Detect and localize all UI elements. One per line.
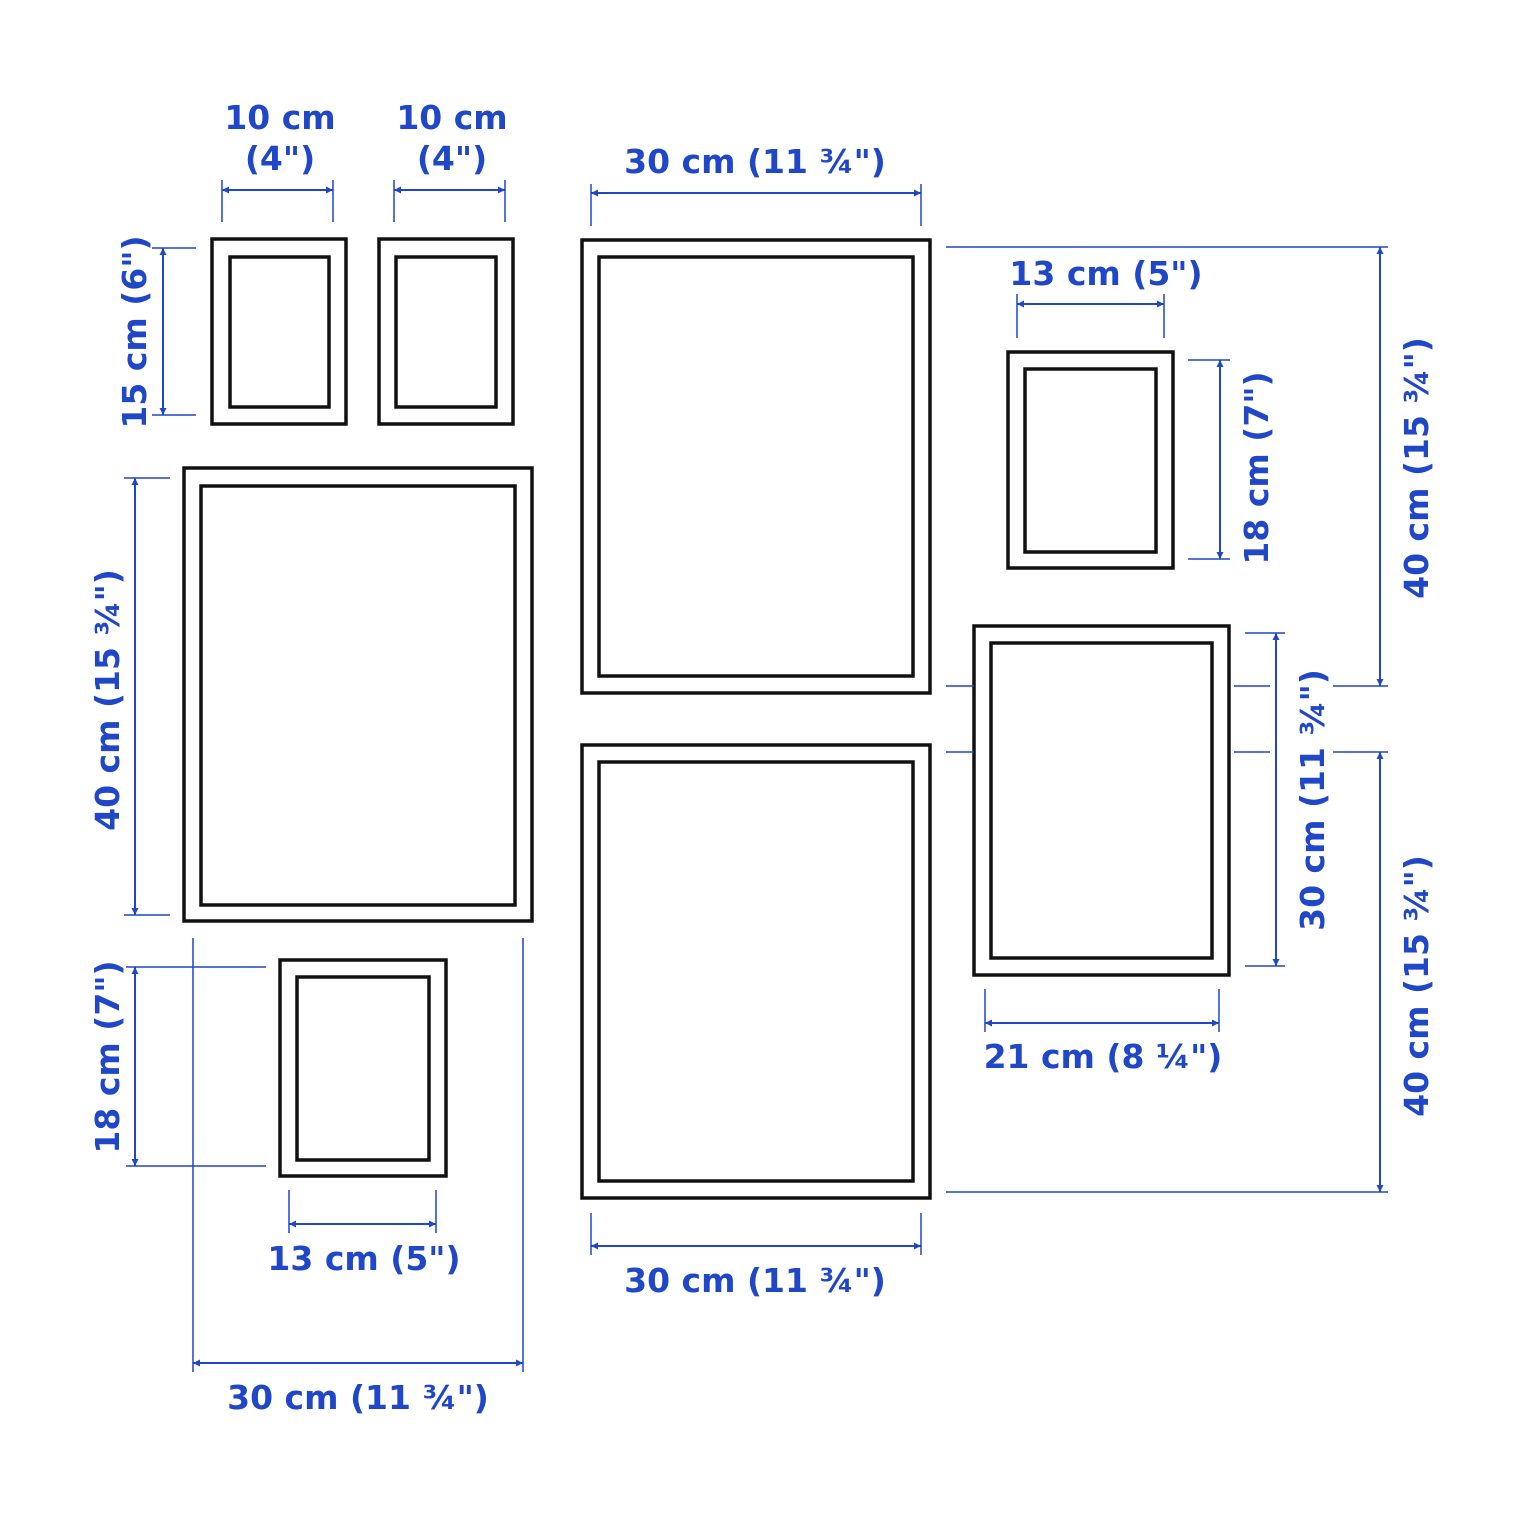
label-height-18cm-left: 18 cm (7") — [88, 960, 127, 1153]
label-height-15cm: 15 cm (6") — [115, 235, 154, 428]
label-width-10cm-a-line1: 10 cm — [224, 98, 335, 137]
label-height-30cm-right: 30 cm (11 ¾") — [1293, 669, 1332, 931]
label-width-30cm-top: 30 cm (11 ¾") — [624, 142, 886, 181]
label-height-40cm-right-top: 40 cm (15 ¾") — [1397, 337, 1436, 599]
frame-small-1 — [210, 237, 348, 426]
extension-lines — [124, 180, 1388, 1372]
frame-medium-top-right — [1006, 350, 1175, 570]
label-height-40cm-left: 40 cm (15 ¾") — [88, 569, 127, 831]
label-width-10cm-b-line2: (4") — [417, 139, 487, 178]
frame-small-2 — [377, 237, 515, 426]
label-width-30cm-bottom-left: 30 cm (11 ¾") — [227, 1378, 489, 1417]
label-width-21cm: 21 cm (8 ¼") — [984, 1037, 1223, 1076]
label-height-40cm-right-bottom: 40 cm (15 ¾") — [1397, 855, 1436, 1117]
label-width-13cm-bottom: 13 cm (5") — [267, 1239, 460, 1278]
label-width-13cm-top: 13 cm (5") — [1009, 254, 1202, 293]
dimension-labels: 10 cm (4") 10 cm (4") 15 cm (6") 30 cm (… — [88, 98, 1436, 1417]
frame-tall-right — [972, 624, 1231, 977]
frame-large-left — [182, 466, 534, 923]
frame-large-top-center — [580, 238, 932, 695]
label-width-30cm-bottom-center: 30 cm (11 ¾") — [624, 1261, 886, 1300]
label-width-10cm-a-line2: (4") — [245, 139, 315, 178]
frame-medium-bottom-left — [278, 958, 448, 1178]
frame-large-bottom-center — [580, 743, 932, 1200]
dimension-lines — [131, 186, 1384, 1367]
label-height-18cm-right: 18 cm (7") — [1237, 371, 1276, 564]
label-width-10cm-b-line1: 10 cm — [396, 98, 507, 137]
